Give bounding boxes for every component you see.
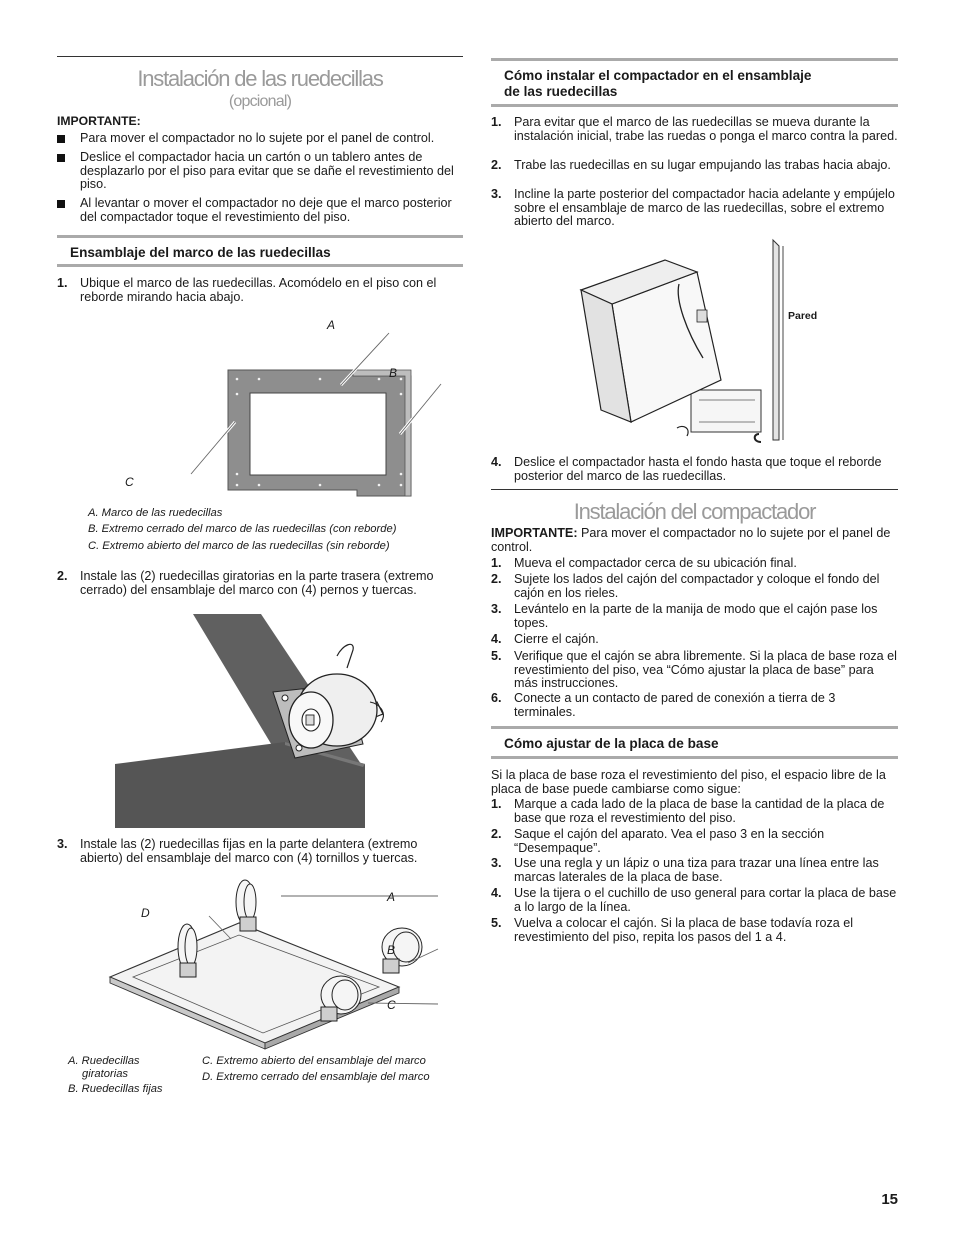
step-item: 2. Trabe las ruedecillas en su lugar emp… xyxy=(491,158,891,172)
step-item: 3. Levántelo en la parte de la manija de… xyxy=(491,602,878,630)
bullet-item: Al levantar o mover el compactador no de… xyxy=(57,196,463,225)
bullet-square-icon xyxy=(57,135,65,143)
fig3-label-d: D xyxy=(141,906,150,920)
subsection-header-base-plate: Cómo ajustar de la placa de base xyxy=(491,726,898,759)
left-column: Instalación de las ruedecillas (opcional… xyxy=(57,0,463,1235)
compactor-wall-figure xyxy=(579,238,784,443)
step-item: 1. Marque a cada lado de la placa de bas… xyxy=(491,797,885,825)
step-item: 3. Instale las (2) ruedecillas fijas en … xyxy=(57,837,418,865)
bullet-item: Para mover el compactador no lo sujete p… xyxy=(57,131,463,146)
step-item: 1. Para evitar que el marco de las ruede… xyxy=(491,115,898,143)
fig1-label-b: B xyxy=(389,366,398,380)
fig3-label-c: C xyxy=(387,998,396,1012)
bullet-square-icon xyxy=(57,200,65,208)
page-number: 15 xyxy=(881,1191,898,1208)
step-item: 6. Conecte a un contacto de pared de con… xyxy=(491,691,836,719)
base-plate-intro: Si la placa de base roza el revestimient… xyxy=(491,768,886,796)
step-item: 5. Vuelva a colocar el cajón. Si la plac… xyxy=(491,916,854,944)
important-note: IMPORTANTE: Para mover el compactador no… xyxy=(491,526,891,554)
fig3-caption: giratorias xyxy=(82,1068,129,1080)
step-item: 2. Sujete los lados del cajón del compac… xyxy=(491,572,880,600)
section-rule xyxy=(491,489,898,490)
leader-c xyxy=(367,1002,439,1005)
subsection-header-install-on-casters: Cómo instalar el compactador en el ensam… xyxy=(491,58,898,107)
section-title-casters: Instalación de las ruedecillas xyxy=(137,66,383,91)
right-column: Cómo instalar el compactador en el ensam… xyxy=(491,0,898,1235)
caster-d xyxy=(235,879,257,932)
step-item: 2. Instale las (2) ruedecillas giratoria… xyxy=(57,569,434,597)
caster-front xyxy=(320,975,362,1022)
swivel-caster-figure xyxy=(115,614,384,828)
section-title-compactor: Instalación del compactador xyxy=(573,499,817,524)
fig1-caption: C. Extremo abierto del marco de las rued… xyxy=(88,540,390,552)
bullet-item: Deslice el compactador hacia un cartón o… xyxy=(57,150,463,193)
step-item: 3. Use una regla y un lápiz o una tiza p… xyxy=(491,856,879,884)
frame-lip xyxy=(352,369,412,497)
leader-b xyxy=(407,948,439,964)
frame-opening xyxy=(249,392,387,476)
step-item: 1. Mueva el compactador cerca de su ubic… xyxy=(491,556,797,570)
fig3-label-b: B xyxy=(387,943,396,957)
bullet-square-icon xyxy=(57,154,65,162)
fig1-caption: B. Extremo cerrado del marco de las rued… xyxy=(88,523,397,535)
step-item: 3. Incline la parte posterior del compac… xyxy=(491,187,895,229)
fig3-caption: B. Ruedecillas fijas xyxy=(68,1083,163,1095)
step-item: 4. Use la tijera o el cuchillo de uso ge… xyxy=(491,886,897,914)
wall-label: Pared xyxy=(788,310,818,322)
wall xyxy=(772,238,780,441)
section-subtitle-optional: (opcional) xyxy=(228,93,292,110)
subsection-header-frame: Ensamblaje del marco de las ruedecillas xyxy=(57,235,463,267)
frame-casters-figure xyxy=(108,879,439,1050)
caster-right xyxy=(381,927,423,974)
fig3-label-a: A xyxy=(387,890,396,904)
top-rule xyxy=(57,56,463,57)
fig3-caption: A. Ruedecillas xyxy=(68,1055,140,1067)
fig3-caption: D. Extremo cerrado del ensamblaje del ma… xyxy=(202,1071,430,1083)
step-item: 1. Ubique el marco de las ruedecillas. A… xyxy=(57,276,437,304)
fig1-caption: A. Marco de las ruedecillas xyxy=(88,507,223,519)
fig1-label-a: A xyxy=(327,318,336,332)
caster-frame-figure xyxy=(189,331,443,497)
important-label: IMPORTANTE: xyxy=(57,114,141,128)
compactor-side xyxy=(580,288,632,423)
fig1-label-c: C xyxy=(125,475,134,489)
step-item: 4. Cierre el cajón. xyxy=(491,632,599,646)
caster-frame xyxy=(690,389,762,433)
leader-d xyxy=(208,915,232,940)
frame-rail-horizontal xyxy=(115,742,365,828)
fig3-caption: C. Extremo abierto del ensamblaje del ma… xyxy=(202,1055,426,1067)
caster-left xyxy=(177,923,198,978)
step-item: 4. Deslice el compactador hasta el fondo… xyxy=(491,455,882,483)
step-item: 5. Verifique que el cajón se abra librem… xyxy=(491,649,897,691)
step-item: 2. Saque el cajón del aparato. Vea el pa… xyxy=(491,827,825,855)
